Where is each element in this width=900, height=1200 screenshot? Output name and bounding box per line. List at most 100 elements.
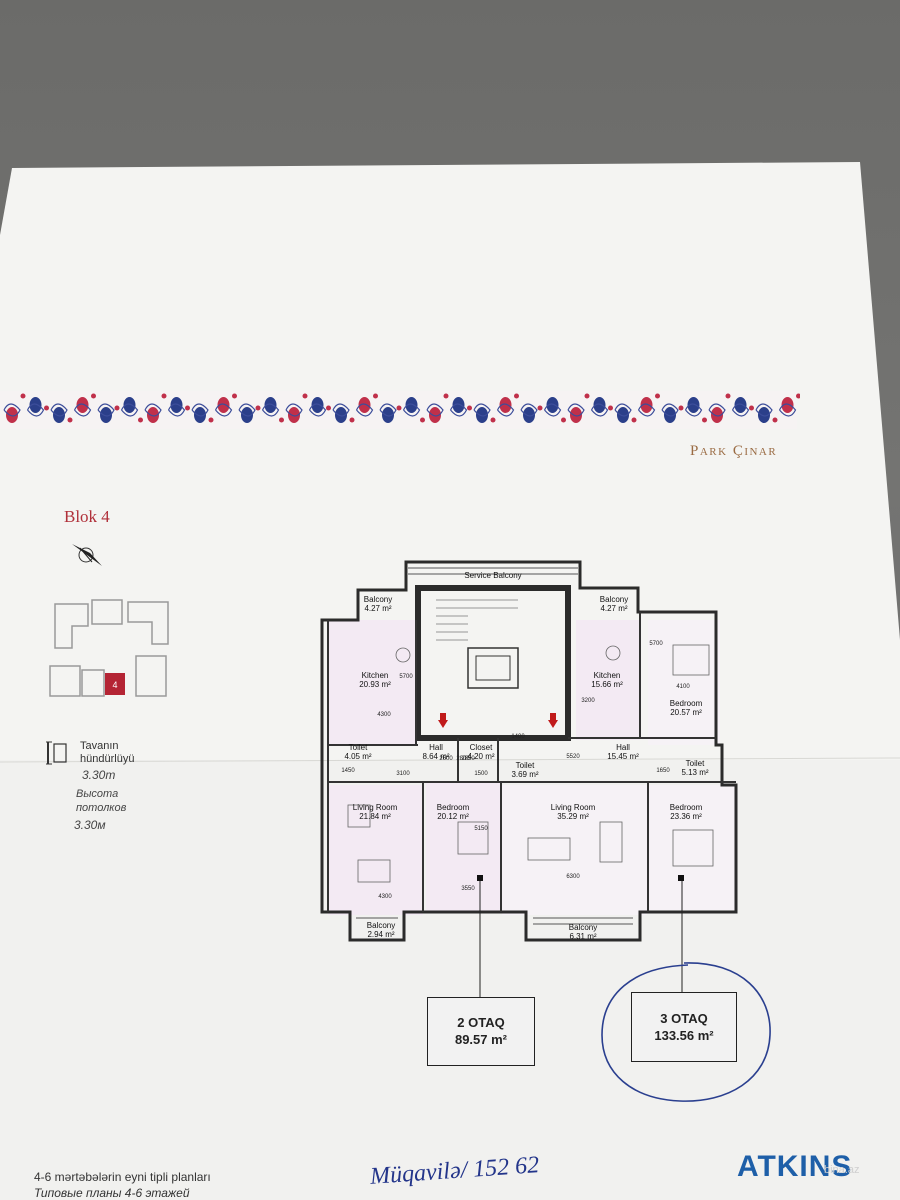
ornament-flower	[29, 397, 42, 413]
dimension-label: 6300	[566, 874, 580, 880]
ornament-dot	[396, 405, 402, 411]
ornament-flower	[593, 397, 606, 413]
ornament-flower	[100, 407, 112, 423]
room-name: Balcony	[600, 595, 628, 604]
ornament-dot	[91, 393, 96, 399]
ornament-leaf	[731, 403, 750, 417]
room-name: Living Room	[353, 803, 398, 812]
ornament-leaf	[520, 403, 538, 417]
ornament-flower	[358, 397, 371, 413]
atkins-logo: ATKINS	[737, 1150, 853, 1183]
handdrawn-circle	[601, 962, 771, 1102]
room-name: Bedroom	[437, 803, 470, 812]
room-name: Toilet	[686, 759, 705, 768]
room-name: Kitchen	[594, 671, 621, 680]
unit-pointer-lines	[477, 875, 684, 998]
room-area: 35.29 m²	[557, 812, 589, 821]
ornament-flower	[311, 397, 324, 413]
ornament-dot	[678, 405, 684, 411]
ornament-leaf	[496, 403, 515, 417]
room-area: 4.27 m²	[364, 604, 391, 613]
dimension-label: 3100	[396, 771, 410, 777]
ornament-dot	[349, 417, 355, 423]
ceiling-label-ru: Высота потолков	[76, 788, 127, 814]
ornament-leaf	[543, 403, 562, 417]
ornament-dot	[279, 417, 284, 423]
ornament-dot	[702, 417, 707, 423]
dimension-label: 4300	[378, 894, 392, 900]
ornament-leaf	[191, 403, 209, 417]
room-name: Balcony	[569, 923, 597, 932]
room-name: Closet	[470, 743, 493, 752]
ornament-dot	[514, 393, 519, 399]
dimension-label: 4300	[377, 712, 391, 718]
room-area: 3.69 m²	[511, 770, 538, 779]
room-name: Hall	[429, 743, 443, 752]
ornament-dot	[749, 405, 754, 411]
ornament-dot	[655, 393, 660, 399]
ornament-flower	[217, 397, 230, 413]
room-name: Toilet	[349, 743, 368, 752]
ornament-leaf	[214, 403, 233, 417]
room-name: Hall	[616, 743, 630, 752]
ornament-leaf	[614, 403, 632, 417]
ornament-leaf	[473, 403, 491, 417]
room-area: 4.27 m²	[600, 604, 627, 613]
ornament-leaf	[238, 403, 256, 417]
room-name: Bedroom	[670, 699, 703, 708]
ornament-dot	[208, 417, 214, 423]
ornament-flower	[147, 407, 159, 423]
ornament-leaf	[285, 403, 303, 417]
ornament-leaf	[332, 403, 350, 417]
room-name: Kitchen	[362, 671, 389, 680]
unit-box-2-room: 2 OTAQ 89.57 m²	[427, 997, 535, 1066]
room-name: Service Balcony	[464, 571, 521, 580]
ornament-flower	[781, 397, 794, 413]
ceiling-height-icon	[46, 741, 67, 765]
room-area: 8.64 m²	[422, 752, 449, 761]
ornament-flower	[640, 397, 653, 413]
ornament-dot	[44, 405, 49, 411]
ornament-leaf	[3, 403, 21, 417]
block-label: Blok 4	[64, 507, 110, 526]
ornament-flower	[570, 407, 582, 423]
dimension-label: 5700	[649, 641, 663, 647]
ornament-flower	[382, 407, 394, 423]
ornament-dot	[561, 417, 566, 423]
ornament-flower	[546, 397, 559, 413]
dimension-label: 3200	[581, 698, 595, 704]
ornament-flower	[123, 397, 136, 413]
ornament-flower	[711, 407, 723, 423]
dimension-label: 1500	[474, 771, 488, 777]
ornament-flower	[499, 397, 512, 413]
ornament-dot	[467, 405, 472, 411]
unit-area: 89.57 m²	[454, 1032, 508, 1047]
ornament-leaf	[637, 403, 656, 417]
ornament-flower	[6, 407, 18, 423]
compass-icon	[72, 544, 102, 566]
ornament-dot	[443, 393, 449, 399]
ornament-leaf	[355, 403, 374, 417]
ornament-flower	[170, 397, 183, 413]
watermark: bina.az	[824, 1164, 860, 1176]
room-area: 5.13 m²	[681, 768, 708, 777]
dimension-label: 2850	[461, 756, 475, 762]
ornament-flower	[523, 407, 535, 423]
ornament-flower	[335, 407, 347, 423]
room-area: 21.84 m²	[359, 812, 391, 821]
room-area: 23.36 m²	[670, 812, 702, 821]
ornament-leaf	[144, 403, 162, 417]
ornament-dot	[232, 393, 237, 399]
ornament-leaf	[449, 403, 468, 417]
ornament-flower	[288, 407, 300, 423]
ornament-dot	[420, 417, 425, 423]
ornament-dot	[114, 405, 120, 411]
ornament-flower	[241, 407, 253, 423]
ornament-flower	[476, 407, 488, 423]
ornament-flower	[758, 407, 770, 423]
ornament-dot	[255, 405, 261, 411]
ornament-flower	[664, 407, 676, 423]
ornament-dot	[772, 417, 778, 423]
ornament-flower	[53, 407, 65, 423]
